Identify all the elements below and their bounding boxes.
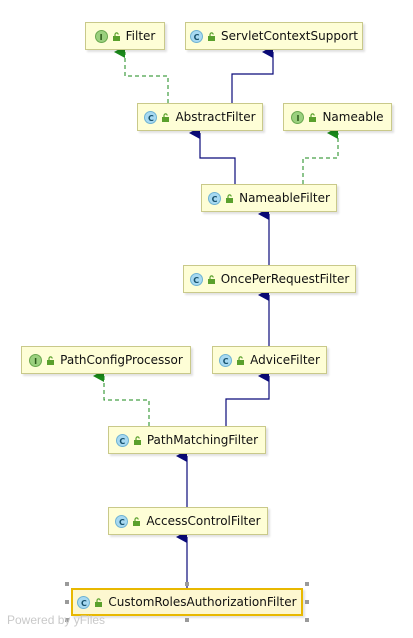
interface-icon: I — [291, 110, 305, 124]
lock-open-icon — [208, 31, 216, 41]
node-label: Nameable — [322, 110, 384, 124]
selection-handle[interactable] — [185, 618, 189, 622]
selection-handle[interactable] — [65, 618, 69, 622]
lock-open-icon — [207, 274, 215, 284]
node-custom-roles-authorization-filter[interactable]: C CustomRolesAuthorizationFilter — [71, 588, 303, 616]
class-icon: C — [190, 29, 204, 43]
node-once-per-request-filter[interactable]: C OncePerRequestFilter — [183, 265, 356, 293]
watermark: Powered by yFiles — [7, 613, 106, 627]
selection-handle[interactable] — [305, 618, 309, 622]
node-label: AdviceFilter — [250, 353, 320, 367]
node-label: ServletContextSupport — [221, 29, 358, 43]
interface-icon: I — [29, 353, 43, 367]
node-label: OncePerRequestFilter — [220, 272, 350, 286]
node-filter[interactable]: I Filter — [85, 22, 165, 50]
lock-open-icon — [112, 31, 120, 41]
interface-icon: I — [94, 29, 108, 43]
class-icon: C — [208, 191, 222, 205]
node-path-config-processor[interactable]: I PathConfigProcessor — [21, 346, 191, 374]
selection-handle[interactable] — [65, 582, 69, 586]
edge-abstractfilter-extends-servletcontextsupport — [231, 46, 274, 103]
node-nameable[interactable]: I Nameable — [283, 103, 392, 131]
lock-open-icon — [133, 435, 141, 445]
lock-open-icon — [237, 355, 245, 365]
node-label: NameableFilter — [239, 191, 330, 205]
lock-open-icon — [226, 193, 234, 203]
edge-nameablefilter-extends-abstractfilter — [189, 127, 236, 184]
class-icon: C — [77, 595, 91, 609]
lock-open-icon — [133, 516, 141, 526]
node-label: PathMatchingFilter — [146, 433, 259, 447]
node-access-control-filter[interactable]: C AccessControlFilter — [108, 507, 268, 535]
selection-handle[interactable] — [65, 600, 69, 604]
node-label: AbstractFilter — [175, 110, 256, 124]
class-icon: C — [189, 272, 203, 286]
selection-handle[interactable] — [305, 600, 309, 604]
lock-open-icon — [95, 597, 103, 607]
lock-open-icon — [47, 355, 55, 365]
class-icon: C — [115, 514, 129, 528]
node-nameable-filter[interactable]: C NameableFilter — [201, 184, 337, 212]
lock-open-icon — [162, 112, 170, 122]
edge-pathmatchingfilter-implements-pathconfigprocessor — [93, 370, 150, 426]
edge-nameablefilter-implements-nameable — [302, 127, 339, 184]
node-label: CustomRolesAuthorizationFilter — [108, 595, 297, 609]
edge-pathmatchingfilter-extends-advicefilter — [225, 370, 270, 426]
selection-handle[interactable] — [305, 582, 309, 586]
node-label: Filter — [125, 29, 156, 43]
node-path-matching-filter[interactable]: C PathMatchingFilter — [108, 426, 266, 454]
node-advice-filter[interactable]: C AdviceFilter — [212, 346, 327, 374]
node-abstract-filter[interactable]: C AbstractFilter — [137, 103, 263, 131]
edge-abstractfilter-implements-filter — [114, 46, 169, 103]
class-icon: C — [115, 433, 129, 447]
lock-open-icon — [309, 112, 317, 122]
class-icon: C — [219, 353, 233, 367]
node-label: AccessControlFilter — [146, 514, 261, 528]
node-servlet-context-support[interactable]: C ServletContextSupport — [185, 22, 363, 50]
node-label: PathConfigProcessor — [60, 353, 183, 367]
class-icon: C — [144, 110, 158, 124]
selection-handle[interactable] — [185, 582, 189, 586]
